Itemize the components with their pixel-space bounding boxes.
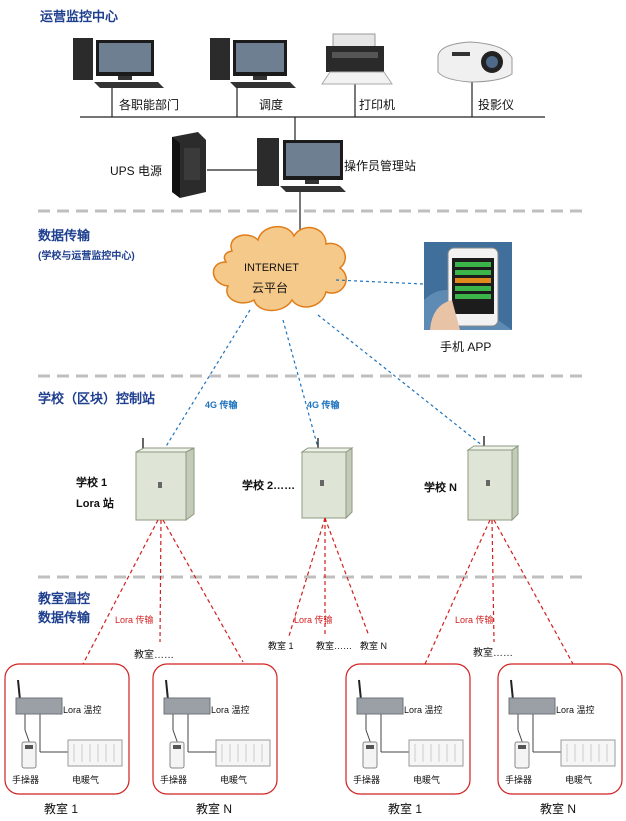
school-1-label: 学校 1 bbox=[76, 477, 108, 489]
school-cabinet-icon bbox=[466, 436, 520, 522]
school-cabinet-icon bbox=[300, 438, 354, 520]
cloud-internet-label: INTERNET bbox=[244, 262, 299, 274]
classroom-box bbox=[152, 663, 278, 795]
projector-label: 投影仪 bbox=[478, 98, 515, 112]
classroom-title: 教室 1 bbox=[388, 802, 423, 816]
ups-icon bbox=[172, 132, 206, 198]
heater-label: 电暖气 bbox=[413, 775, 441, 785]
computer-icon bbox=[210, 38, 296, 88]
printer-icon bbox=[321, 33, 393, 85]
operator-station-label: 操作员管理站 bbox=[344, 159, 417, 173]
lora-control-label: Lora 温控 bbox=[404, 705, 443, 715]
classroom-box bbox=[345, 663, 471, 795]
school-cabinet-icon bbox=[135, 438, 195, 521]
cloud-platform-label: 云平台 bbox=[252, 281, 289, 295]
classroom-1-label: 教室 1 bbox=[268, 641, 294, 651]
lora-transfer-label: Lora 传输 bbox=[455, 615, 494, 625]
classroom-more-label: 教室…… bbox=[473, 648, 513, 659]
classroom-title: 教室 1 bbox=[44, 802, 79, 816]
4g-transfer-label: 4G 传输 bbox=[205, 400, 238, 410]
computer-icon bbox=[257, 138, 346, 192]
phone-app-icon bbox=[424, 242, 512, 330]
4g-links bbox=[164, 279, 484, 449]
departments-label: 各职能部门 bbox=[119, 98, 180, 112]
heater-label: 电暖气 bbox=[220, 775, 248, 785]
classroom-box bbox=[4, 663, 130, 795]
data-transfer-title: 数据传输 bbox=[38, 228, 91, 243]
classroom-more-label: 教室…… bbox=[316, 641, 353, 651]
lora-links bbox=[82, 517, 574, 665]
ups-label: UPS 电源 bbox=[110, 164, 163, 178]
lora-control-label: Lora 温控 bbox=[556, 705, 595, 715]
dispatch-label: 调度 bbox=[259, 98, 284, 112]
computer-icon bbox=[73, 38, 164, 88]
classroom-n-label: 教室 N bbox=[360, 641, 388, 651]
school-station-title: 学校（区块）控制站 bbox=[38, 391, 156, 406]
cloud-icon bbox=[212, 226, 347, 312]
classroom-more-label: 教室…… bbox=[134, 650, 174, 661]
lora-control-label: Lora 温控 bbox=[211, 705, 250, 715]
school-n-label: 学校 N bbox=[424, 482, 457, 494]
hand-controller-label: 手操器 bbox=[505, 775, 533, 785]
classroom-control-title: 教室温控 bbox=[38, 591, 91, 606]
school-1-lora-label: Lora 站 bbox=[76, 498, 114, 510]
classroom-transfer-title: 数据传输 bbox=[38, 610, 91, 625]
classroom-box bbox=[497, 663, 623, 795]
ops-center-title: 运营监控中心 bbox=[40, 9, 119, 24]
school-2-label: 学校 2…… bbox=[242, 480, 296, 492]
4g-transfer-label: 4G 传输 bbox=[307, 400, 340, 410]
lora-transfer-label: Lora 传输 bbox=[294, 615, 333, 625]
hand-controller-label: 手操器 bbox=[353, 775, 381, 785]
projector-icon bbox=[437, 41, 513, 83]
classroom-title: 教室 N bbox=[540, 802, 577, 816]
hand-controller-label: 手操器 bbox=[160, 775, 188, 785]
printer-label: 打印机 bbox=[359, 98, 396, 112]
phone-app-label: 手机 APP bbox=[440, 340, 492, 354]
hand-controller-label: 手操器 bbox=[12, 775, 40, 785]
heater-label: 电暖气 bbox=[565, 775, 593, 785]
data-transfer-subtitle: (学校与运营监控中心) bbox=[38, 251, 135, 262]
classroom-title: 教室 N bbox=[196, 802, 233, 816]
heater-label: 电暖气 bbox=[72, 775, 100, 785]
lora-transfer-label: Lora 传输 bbox=[115, 615, 154, 625]
lora-control-label: Lora 温控 bbox=[63, 705, 102, 715]
